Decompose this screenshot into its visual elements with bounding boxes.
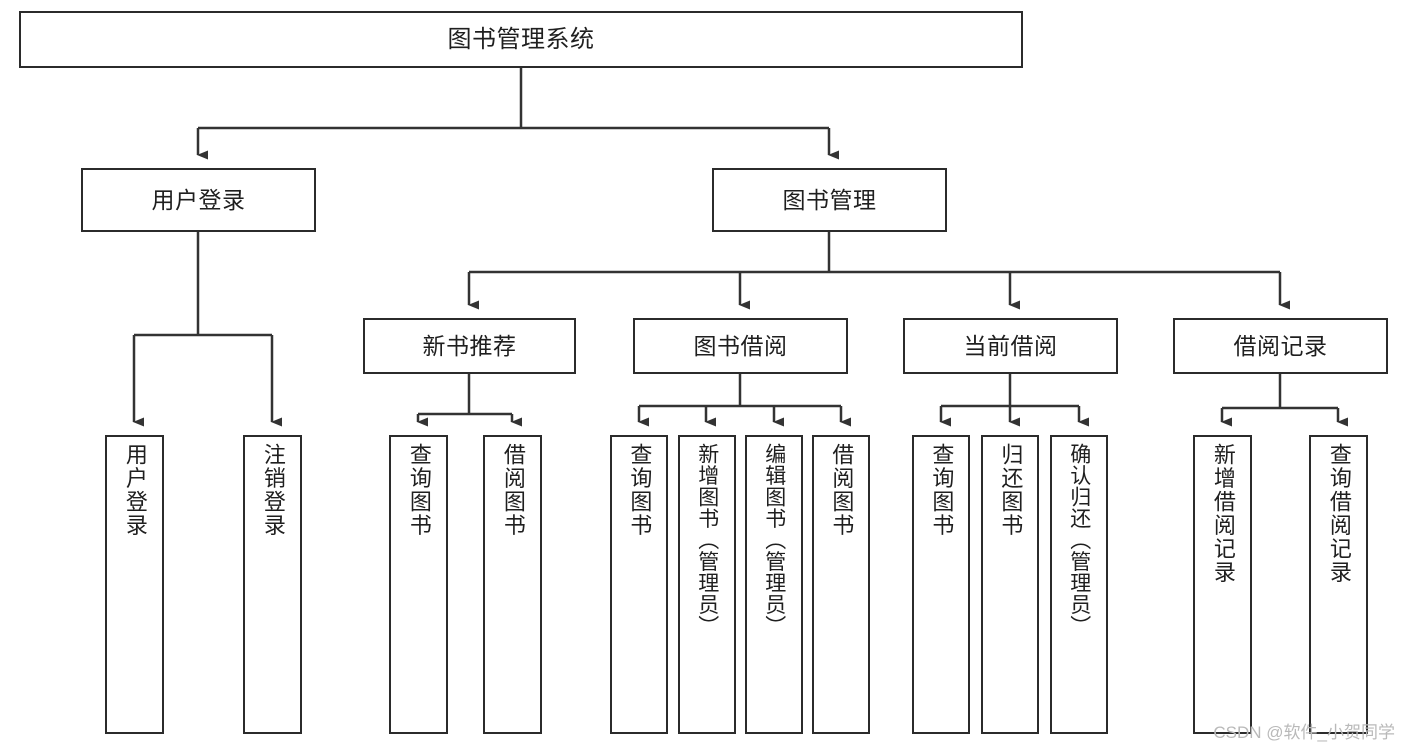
node-leaf-return-book[interactable]: 归还图书 [981,435,1039,734]
node-leaf-query-book-current[interactable]: 查询图书 [912,435,970,734]
node-leaf-borrow-book-recommend-label: 借阅图书 [500,443,526,537]
node-user-login-label: 用户登录 [151,186,246,213]
node-leaf-add-book-label: 新增图书（管理员） [695,443,719,637]
node-new-book-recommend-label: 新书推荐 [422,332,517,359]
node-leaf-add-borrow-record-label: 新增借阅记录 [1210,443,1236,584]
node-leaf-logout-label: 注销登录 [260,443,286,537]
node-borrow-record-label: 借阅记录 [1233,332,1328,359]
node-leaf-return-book-label: 归还图书 [998,443,1024,537]
node-root-system[interactable]: 图书管理系统 [19,11,1023,68]
node-current-borrow-label: 当前借阅 [963,332,1058,359]
node-book-management[interactable]: 图书管理 [712,168,947,232]
node-leaf-logout[interactable]: 注销登录 [243,435,302,734]
node-borrow-record[interactable]: 借阅记录 [1173,318,1388,374]
node-book-borrow[interactable]: 图书借阅 [633,318,848,374]
node-leaf-edit-book-label: 编辑图书（管理员） [762,443,786,637]
node-leaf-user-login[interactable]: 用户登录 [105,435,164,734]
node-leaf-confirm-return[interactable]: 确认归还（管理员） [1050,435,1108,734]
csdn-watermark: CSDN @软件_小贺同学 [1213,723,1395,742]
node-leaf-add-borrow-record[interactable]: 新增借阅记录 [1193,435,1252,734]
node-leaf-user-login-label: 用户登录 [122,443,148,537]
node-book-management-label: 图书管理 [782,186,877,213]
node-leaf-query-book-recommend-label: 查询图书 [406,443,432,537]
node-leaf-query-borrow-record-label: 查询借阅记录 [1326,443,1352,584]
node-leaf-borrow-book[interactable]: 借阅图书 [812,435,870,734]
node-leaf-query-book-borrow[interactable]: 查询图书 [610,435,668,734]
node-leaf-query-borrow-record[interactable]: 查询借阅记录 [1309,435,1368,734]
node-user-login[interactable]: 用户登录 [81,168,316,232]
node-leaf-edit-book[interactable]: 编辑图书（管理员） [745,435,803,734]
node-new-book-recommend[interactable]: 新书推荐 [363,318,576,374]
node-book-borrow-label: 图书借阅 [693,332,788,359]
node-leaf-query-book-borrow-label: 查询图书 [627,443,653,537]
node-leaf-borrow-book-recommend[interactable]: 借阅图书 [483,435,542,734]
node-leaf-borrow-book-label: 借阅图书 [829,443,855,537]
node-leaf-query-book-current-label: 查询图书 [929,443,955,537]
node-leaf-query-book-recommend[interactable]: 查询图书 [389,435,448,734]
node-leaf-confirm-return-label: 确认归还（管理员） [1067,443,1091,637]
node-root-system-label: 图书管理系统 [447,25,595,53]
node-current-borrow[interactable]: 当前借阅 [903,318,1118,374]
node-leaf-add-book[interactable]: 新增图书（管理员） [678,435,736,734]
